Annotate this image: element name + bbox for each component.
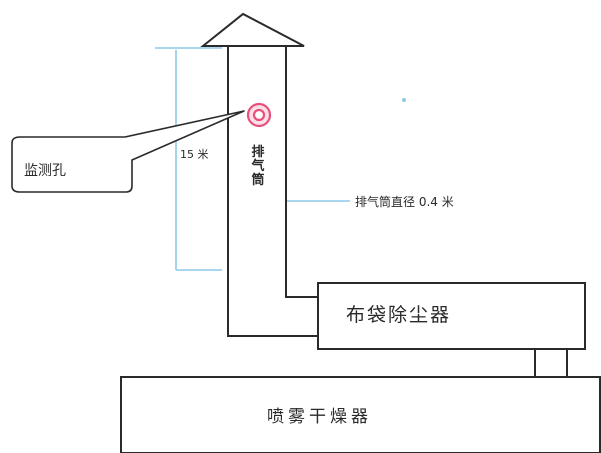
callout-bubble bbox=[11, 110, 245, 193]
exhaust-stack-label: 排气筒 bbox=[251, 145, 265, 188]
connector-pipe bbox=[534, 348, 568, 378]
bag-filter-label: 布袋除尘器 bbox=[346, 304, 452, 326]
spray-dryer-box bbox=[120, 376, 601, 453]
stack-body bbox=[227, 46, 318, 337]
monitoring-hole-label: 监测孔 bbox=[24, 163, 66, 179]
connector-legs bbox=[534, 348, 568, 378]
spray-dryer-label: 喷雾干燥器 bbox=[267, 407, 372, 427]
exhaust-stack bbox=[200, 12, 318, 337]
bag-filter-box bbox=[317, 282, 586, 350]
stack-arrow-cap bbox=[200, 12, 305, 47]
monitoring-hole-icon bbox=[246, 102, 272, 128]
stack-height-label: 15 米 bbox=[180, 148, 209, 161]
stray-dot bbox=[402, 98, 406, 102]
height-dimension bbox=[155, 47, 222, 271]
stack-diameter-label: 排气筒直径 0.4 米 bbox=[355, 195, 454, 209]
